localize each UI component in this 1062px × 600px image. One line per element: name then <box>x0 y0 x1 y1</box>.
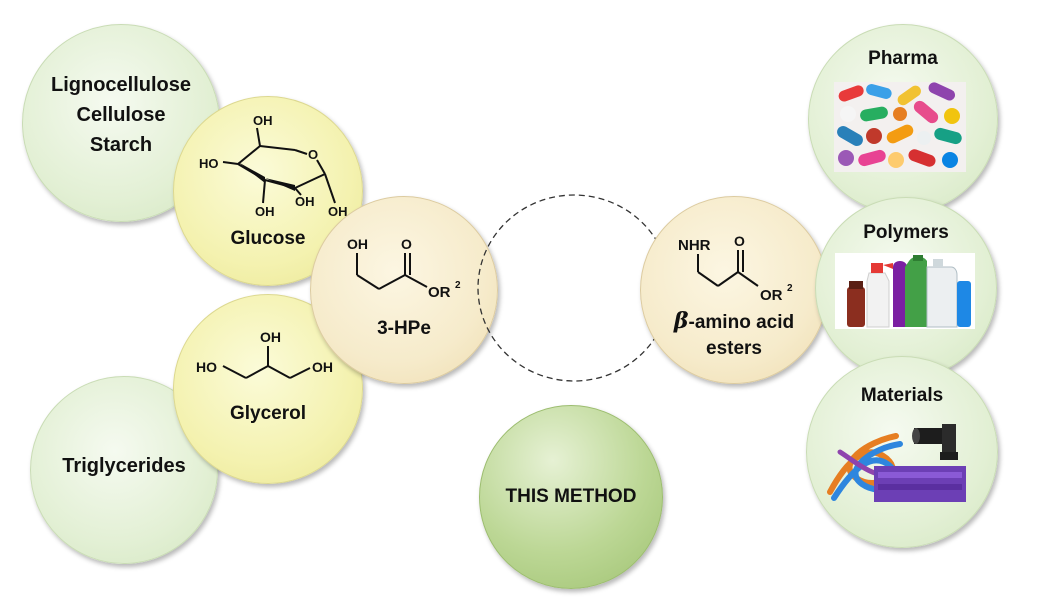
feedstock-line-3: Starch <box>89 134 153 156</box>
rope-and-pipe-image <box>827 424 966 502</box>
glucose-o-ring: O <box>308 147 318 162</box>
beta-amino-label: β-amino acid esters <box>640 308 828 362</box>
glucose-ho-left: HO <box>199 156 219 171</box>
beta-or: OR <box>760 287 783 304</box>
hpe-label: 3-HPe <box>377 318 431 339</box>
glycerol-ho-left: HO <box>196 359 217 375</box>
beta-amino-circle <box>640 196 828 384</box>
glucose-oh-b1: OH <box>255 204 275 219</box>
pills-image <box>834 82 966 172</box>
glycerol-label: Glycerol <box>229 403 307 424</box>
beta-amino-structure: NHR O OR 2 <box>678 233 793 304</box>
polymers-label: Polymers <box>863 222 949 243</box>
hpe-or: OR <box>428 284 451 301</box>
triglycerides-label: Triglycerides <box>62 455 186 477</box>
this-method-label: THIS METHOD <box>505 486 637 507</box>
beta-symbol: β <box>673 308 689 334</box>
beta-amino-text: -amino acid <box>688 312 795 333</box>
hpe-or-superscript: 2 <box>455 280 461 291</box>
glucose-oh-b3: OH <box>328 204 348 219</box>
feedstock-line-2: Cellulose <box>76 104 166 126</box>
this-method-circle <box>479 405 663 589</box>
beta-o: O <box>734 233 745 249</box>
pharma-label: Pharma <box>868 48 938 69</box>
hpe-oh: OH <box>347 236 368 252</box>
beta-nhr: NHR <box>678 237 711 254</box>
glycerol-structure: OH HO OH <box>196 329 333 379</box>
glycerol-oh-top: OH <box>260 329 281 345</box>
hpe-structure: OH O OR 2 <box>347 236 461 301</box>
glucose-oh-b2: OH <box>295 194 315 209</box>
beta-or-superscript: 2 <box>787 283 793 294</box>
beta-amino-label-line-2: esters <box>706 338 762 359</box>
glucose-oh-top: OH <box>253 113 273 128</box>
glycerol-oh-right: OH <box>312 359 333 375</box>
hpe-o: O <box>401 236 412 252</box>
glucose-label: Glucose <box>230 228 306 249</box>
lignocellulose-label: Lignocellulose Cellulose Starch <box>22 70 220 160</box>
hpe-circle <box>310 196 498 384</box>
feedstock-line-1: Lignocellulose <box>50 74 192 96</box>
beta-amino-label-line-1: β-amino acid <box>640 308 828 336</box>
glucose-structure: OH O HO OH OH OH <box>199 113 348 219</box>
plastic-bottles-image <box>835 253 975 329</box>
materials-label: Materials <box>860 385 944 406</box>
